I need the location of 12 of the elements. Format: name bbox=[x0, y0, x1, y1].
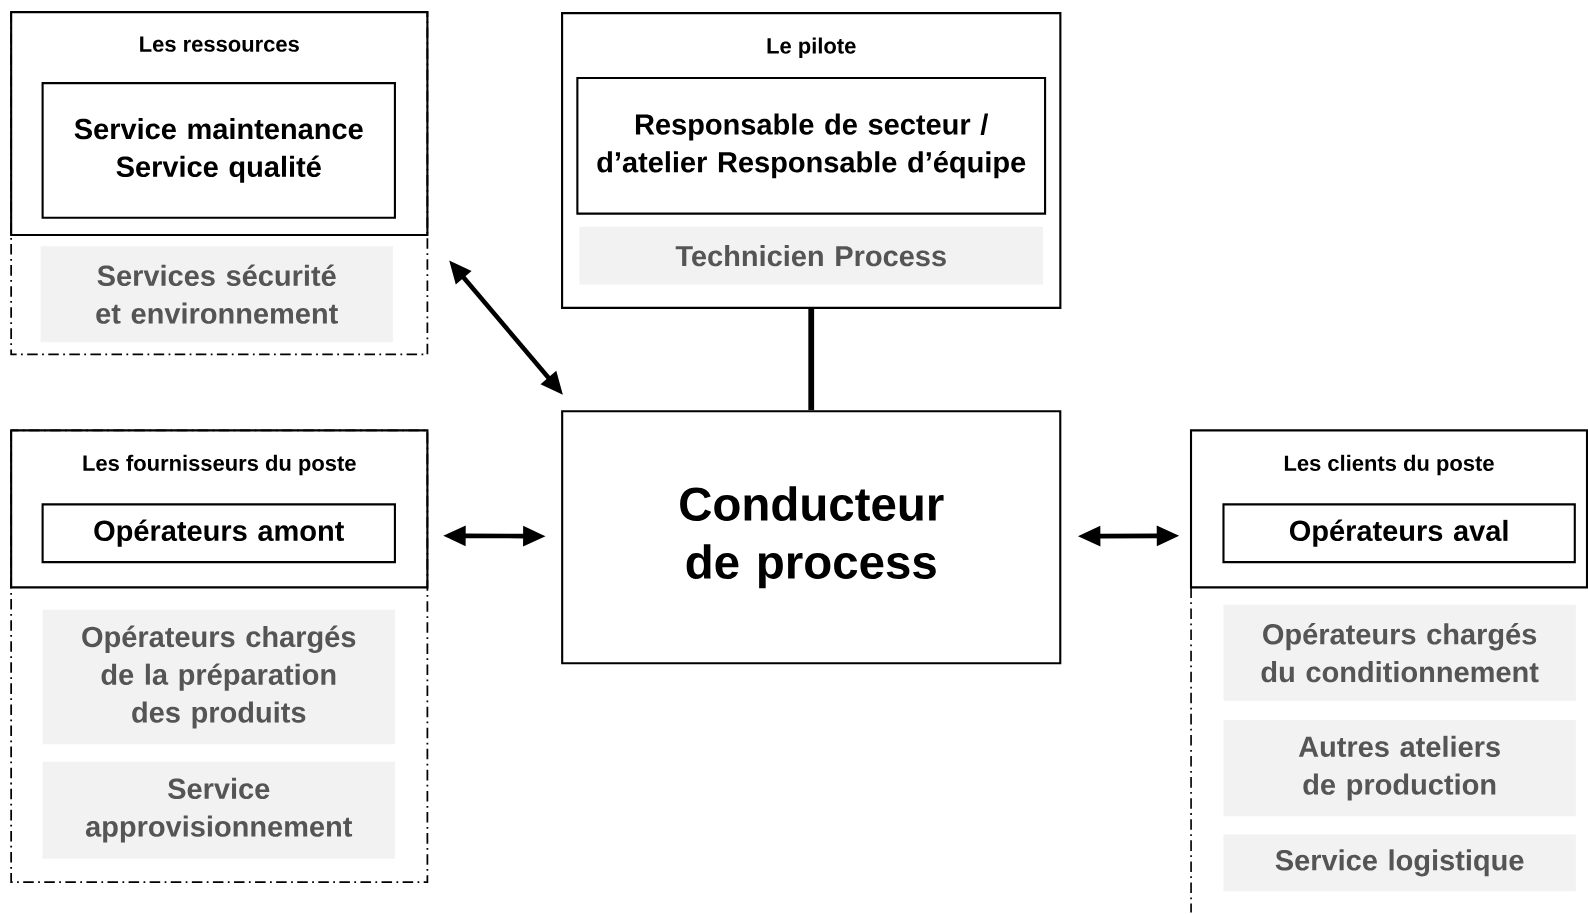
person-box: Technicien Process bbox=[579, 227, 1044, 285]
role-box: Conducteur de process bbox=[561, 410, 1062, 665]
person-box: Opérateurs aval bbox=[1222, 503, 1576, 564]
person-box: Responsable de secteur / d’atelier Responsable d’équipe bbox=[576, 77, 1047, 215]
person-box: Autres ateliers de production bbox=[1223, 720, 1576, 817]
person-box: Service approvisionnement bbox=[42, 761, 395, 860]
person-box: Opérateurs chargés du conditionnement bbox=[1223, 604, 1576, 702]
person-box: Service logistique bbox=[1223, 834, 1576, 892]
person-box: Service maintenance Service qualité bbox=[41, 82, 396, 220]
person-box: Services sécurité et environnement bbox=[40, 246, 393, 343]
person-box: Opérateurs amont bbox=[41, 503, 396, 564]
person-box: Opérateurs chargés de la préparation des produits bbox=[42, 609, 395, 745]
